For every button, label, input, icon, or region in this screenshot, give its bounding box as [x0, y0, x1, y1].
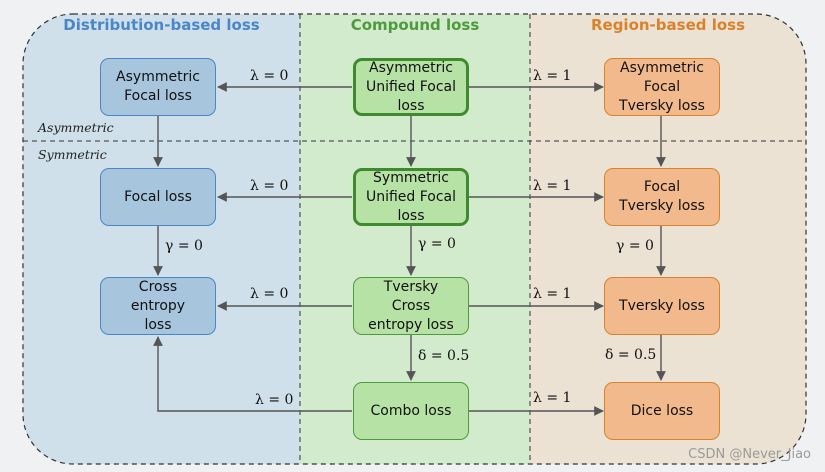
watermark: CSDN @Never_Jiao — [688, 447, 811, 462]
edge-label-lambda0-row3: λ = 0 — [250, 286, 289, 302]
edge-label-lambda1-row2: λ = 1 — [533, 178, 572, 194]
asymmetric-row-label: Asymmetric — [38, 120, 114, 135]
outer-dashed-border — [22, 13, 807, 465]
distribution-column-title: Distribution-based loss — [63, 16, 260, 34]
node-dice-loss: Dice loss — [604, 382, 720, 440]
node-asymmetric-focal-tversky-loss: Asymmetric Focal Tversky loss — [604, 58, 720, 116]
node-tversky-cross-entropy-loss: Tversky Cross entropy loss — [353, 277, 469, 335]
node-symmetric-unified-focal-loss: Symmetric Unified Focal loss — [353, 168, 469, 226]
node-combo-loss: Combo loss — [353, 382, 469, 440]
edge-combo-to-ce — [153, 336, 352, 412]
edge-label-lambda1-row4: λ = 1 — [533, 390, 572, 406]
region-column-title: Region-based loss — [590, 16, 746, 34]
node-asymmetric-focal-loss: Asymmetric Focal loss — [100, 58, 216, 116]
edge-label-delta-middle: δ = 0.5 — [418, 348, 470, 364]
edge-label-gamma0-right: γ = 0 — [616, 238, 654, 254]
node-focal-loss: Focal loss — [100, 168, 216, 226]
symmetric-row-label: Symmetric — [38, 147, 107, 162]
edge-label-lambda0-row1: λ = 0 — [250, 68, 289, 84]
node-tversky-loss: Tversky loss — [604, 277, 720, 335]
edge-label-delta-right: δ = 0.5 — [605, 347, 657, 363]
edge-label-lambda0-row2: λ = 0 — [250, 178, 289, 194]
edge-label-lambda1-row1: λ = 1 — [533, 68, 572, 84]
node-cross-entropy-loss: Cross entropy loss — [100, 277, 216, 335]
compound-column-title: Compound loss — [350, 16, 480, 34]
edge-label-gamma0-left: γ = 0 — [165, 238, 203, 254]
edge-label-gamma0-middle: γ = 0 — [418, 236, 456, 252]
node-asymmetric-unified-focal-loss: Asymmetric Unified Focal loss — [353, 58, 469, 116]
node-focal-tversky-loss: Focal Tversky loss — [604, 168, 720, 226]
edge-label-lambda0-row4: λ = 0 — [255, 392, 294, 408]
edge-label-lambda1-row3: λ = 1 — [533, 286, 572, 302]
